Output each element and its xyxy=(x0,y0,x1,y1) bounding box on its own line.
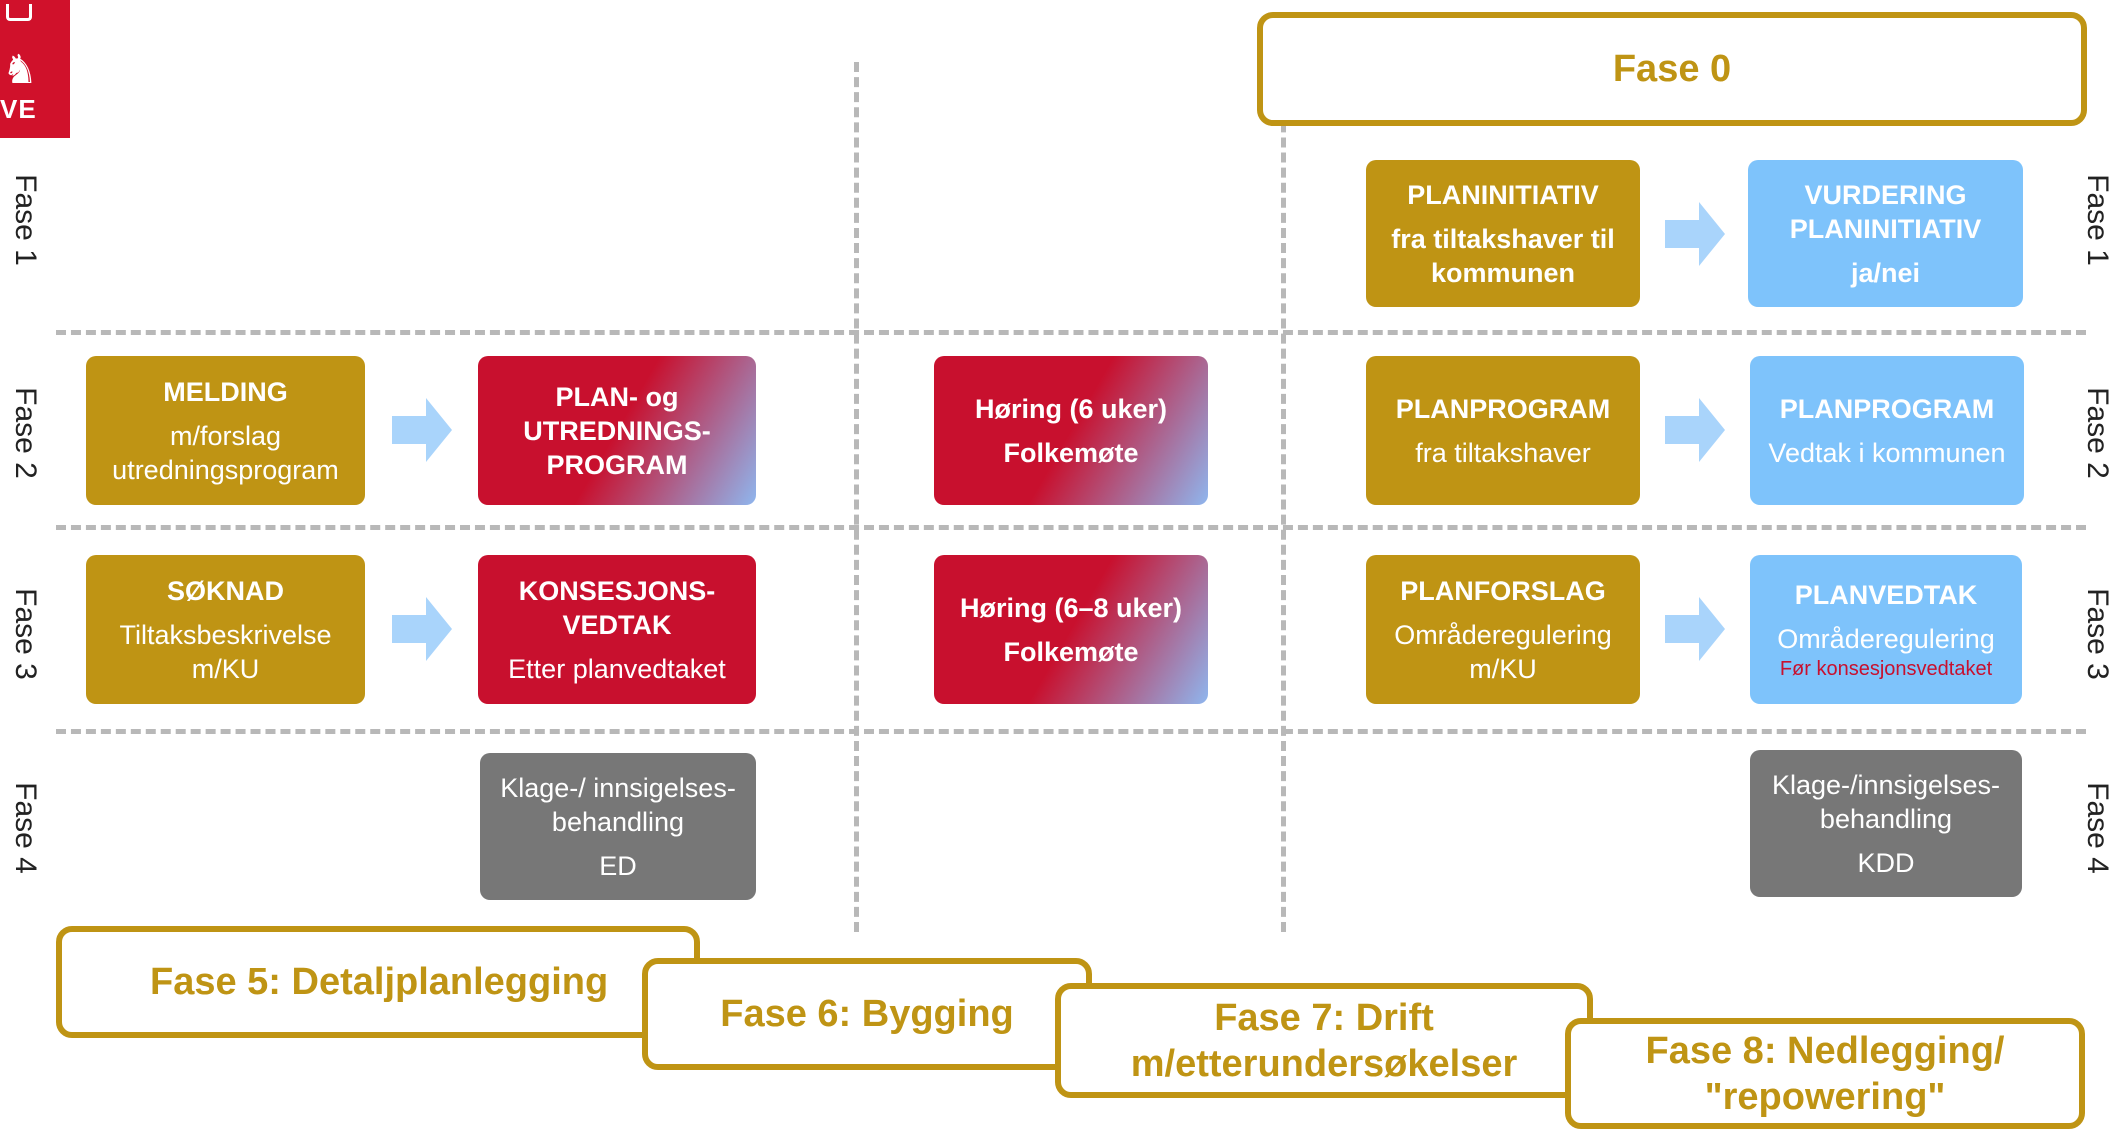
melding-body: m/forslag utredningsprogram xyxy=(112,420,339,485)
klage-ed-box: Klage-/ innsigelses-behandling ED xyxy=(480,753,756,900)
fase6-label: Fase 6: Bygging xyxy=(720,993,1014,1035)
vurdering-title: VURDERING PLANINITIATIV xyxy=(1789,179,1982,244)
planforslag-title: PLANFORSLAG xyxy=(1400,575,1606,606)
konsesjonsvedtak-body: Etter planvedtaket xyxy=(508,653,726,684)
melding-title: MELDING xyxy=(163,376,288,407)
horing6-box: Høring (6 uker) Folkemøte xyxy=(934,356,1208,505)
horing6-line2: Folkemøte xyxy=(1003,437,1139,468)
planvedtak-note: Før konsesjonsvedtaket xyxy=(1779,657,1993,680)
fase5-box: Fase 5: Detaljplanlegging xyxy=(56,926,700,1038)
klage-kdd-body: Klage-/innsigelses-behandling xyxy=(1771,769,2001,834)
klage-kdd-box: Klage-/innsigelses-behandling KDD xyxy=(1750,750,2022,897)
divider-horizontal-2 xyxy=(56,525,2086,530)
melding-box: MELDING m/forslag utredningsprogram xyxy=(86,356,365,505)
lion-icon: ♞ xyxy=(2,48,38,92)
fase6-box: Fase 6: Bygging xyxy=(642,958,1092,1070)
planforslag-box: PLANFORSLAG Områderegulering m/KU xyxy=(1366,555,1640,704)
fase0-box: Fase 0 xyxy=(1257,12,2087,126)
horing68-box: Høring (6–8 uker) Folkemøte xyxy=(934,555,1208,704)
right-arrow-icon xyxy=(1665,597,1725,661)
konsesjonsvedtak-box: KONSESJONS-VEDTAK Etter planvedtaket xyxy=(478,555,756,704)
plan-utredning-box: PLAN- og UTREDNINGS-PROGRAM xyxy=(478,356,756,505)
divider-horizontal-3 xyxy=(56,729,2086,734)
right-arrow-icon xyxy=(1665,202,1725,266)
nve-logo-icon: ♞ VE xyxy=(0,0,70,138)
planvedtak-body: Områderegulering xyxy=(1777,623,1995,654)
left-phase-label-2: Fase 2 xyxy=(9,387,42,479)
fase7-label: Fase 7: Drift m/etterundersøkelser xyxy=(1130,996,1518,1085)
divider-vertical-1 xyxy=(854,62,859,932)
horing68-line1: Høring (6–8 uker) xyxy=(959,592,1183,623)
vurdering-box: VURDERING PLANINITIATIV ja/nei xyxy=(1748,160,2023,307)
planforslag-body: Områderegulering m/KU xyxy=(1394,619,1612,684)
plan-utredning-title: PLAN- og UTREDNINGS-PROGRAM xyxy=(523,381,711,480)
planvedtak-box: PLANVEDTAK Områderegulering Før konsesjo… xyxy=(1750,555,2022,704)
klage-ed-footer: ED xyxy=(599,850,637,881)
planinitiativ-box: PLANINITIATIV fra tiltakshaver til kommu… xyxy=(1366,160,1640,307)
left-phase-label-1: Fase 1 xyxy=(9,174,42,266)
planinitiativ-body: fra tiltakshaver til kommunen xyxy=(1391,223,1615,288)
planprogram-fra-box: PLANPROGRAM fra tiltakshaver xyxy=(1366,356,1640,505)
klage-kdd-footer: KDD xyxy=(1857,847,1915,878)
soknad-title: SØKNAD xyxy=(166,575,284,606)
right-arrow-icon xyxy=(1665,398,1725,462)
right-arrow-icon xyxy=(392,597,452,661)
klage-ed-body: Klage-/ innsigelses-behandling xyxy=(500,772,736,837)
soknad-body: Tiltaksbeskrivelse m/KU xyxy=(119,619,332,684)
divider-vertical-2 xyxy=(1281,62,1286,932)
divider-horizontal-1 xyxy=(56,330,2086,335)
left-phase-label-4: Fase 4 xyxy=(9,782,42,874)
horing68-line2: Folkemøte xyxy=(1003,636,1139,667)
right-phase-label-2: Fase 2 xyxy=(2081,387,2114,479)
planinitiativ-title: PLANINITIATIV xyxy=(1407,179,1599,210)
left-phase-label-3: Fase 3 xyxy=(9,588,42,680)
fase8-box: Fase 8: Nedlegging/ "repowering" xyxy=(1565,1018,2085,1129)
planprogram-vedtak-box: PLANPROGRAM Vedtak i kommunen xyxy=(1750,356,2024,505)
fase0-label: Fase 0 xyxy=(1612,48,1732,90)
right-arrow-icon xyxy=(392,398,452,462)
vurdering-body: ja/nei xyxy=(1850,257,1921,288)
planvedtak-title: PLANVEDTAK xyxy=(1794,579,1978,610)
konsesjonsvedtak-title: KONSESJONS-VEDTAK xyxy=(518,575,716,640)
soknad-box: SØKNAD Tiltaksbeskrivelse m/KU xyxy=(86,555,365,704)
fase8-label: Fase 8: Nedlegging/ "repowering" xyxy=(1645,1029,2005,1118)
planprogram-fra-body: fra tiltakshaver xyxy=(1415,437,1591,468)
right-phase-label-1: Fase 1 xyxy=(2081,174,2114,266)
planprogram-vedtak-title: PLANPROGRAM xyxy=(1779,393,1995,424)
planprogram-fra-title: PLANPROGRAM xyxy=(1395,393,1611,424)
fase5-label: Fase 5: Detaljplanlegging xyxy=(150,961,609,1003)
right-phase-label-3: Fase 3 xyxy=(2081,588,2114,680)
planprogram-vedtak-body: Vedtak i kommunen xyxy=(1768,437,2006,468)
crown-icon xyxy=(6,4,32,21)
fase7-box: Fase 7: Drift m/etterundersøkelser xyxy=(1055,983,1593,1098)
horing6-line1: Høring (6 uker) xyxy=(974,393,1168,424)
right-phase-label-4: Fase 4 xyxy=(2081,782,2114,874)
logo-text: VE xyxy=(0,94,37,124)
